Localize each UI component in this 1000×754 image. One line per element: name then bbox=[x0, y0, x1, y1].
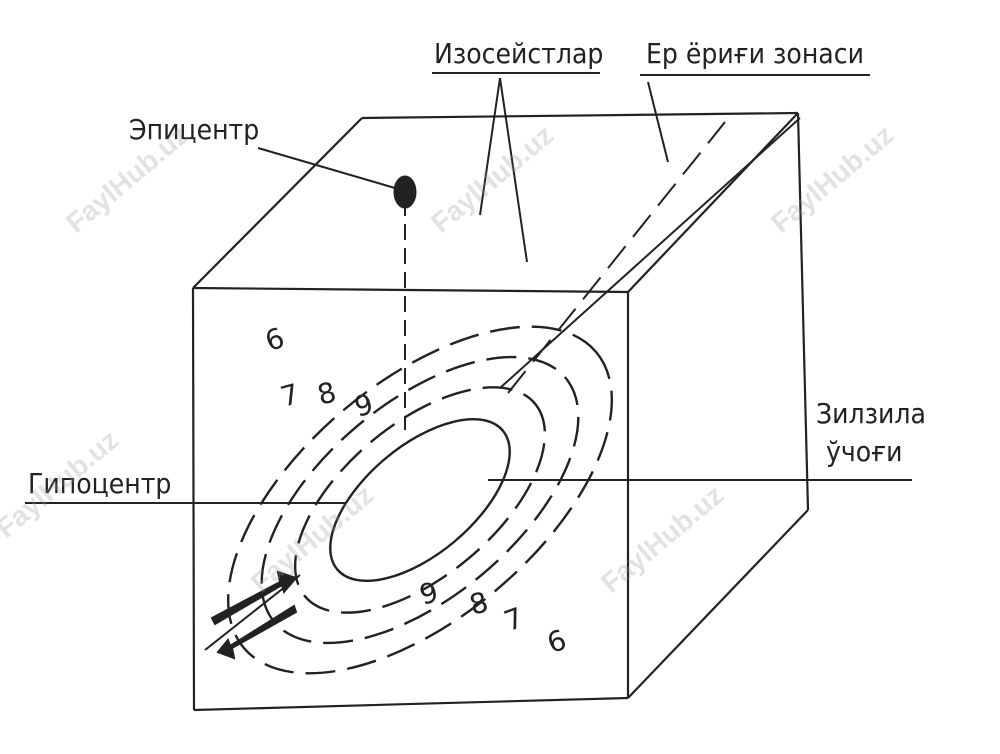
front-top-edge bbox=[192, 286, 629, 294]
slip-arrows bbox=[210, 570, 298, 660]
leader-lines bbox=[25, 72, 912, 504]
focus-label-line2: ўчоғи bbox=[826, 435, 903, 468]
side-back-edge bbox=[796, 112, 810, 511]
top-left-edge bbox=[192, 117, 363, 289]
hypocenter-label: Гипоцентр bbox=[28, 467, 172, 500]
isoseist-rings bbox=[226, 325, 614, 675]
slip-arrow-up-icon bbox=[210, 570, 298, 626]
fault-trace-top-2 bbox=[507, 121, 726, 394]
fault-trace-top bbox=[499, 117, 801, 389]
isoseists-leader-1 bbox=[479, 77, 501, 216]
fault-zone-leader bbox=[647, 81, 669, 163]
top-right-edge bbox=[627, 112, 799, 293]
focus-arrow-icon bbox=[486, 474, 498, 489]
isoseist-ring-9 bbox=[329, 417, 511, 583]
epicenter-label: Эпицентр bbox=[129, 113, 260, 146]
epicenter-dot bbox=[393, 175, 417, 209]
focus-label-line1: Зилзила bbox=[816, 397, 926, 430]
side-bottom-edge bbox=[627, 509, 809, 699]
isoseist-ring-7 bbox=[260, 355, 580, 645]
epicenter-leader bbox=[257, 147, 396, 189]
isoseist-ring-8 bbox=[293, 386, 547, 614]
front-left-edge bbox=[191, 287, 196, 711]
block-edges bbox=[191, 111, 810, 712]
fault-zone-label: Ер ёриғи зонаси bbox=[646, 37, 864, 70]
isoseist-ring-6 bbox=[226, 325, 614, 675]
front-bottom-edge bbox=[193, 696, 629, 712]
isoseists-leader-2 bbox=[499, 77, 528, 263]
top-back-edge bbox=[361, 111, 799, 120]
slip-arrow-down-icon bbox=[216, 604, 298, 660]
isoseists-label: Изосейстлар bbox=[434, 37, 604, 70]
